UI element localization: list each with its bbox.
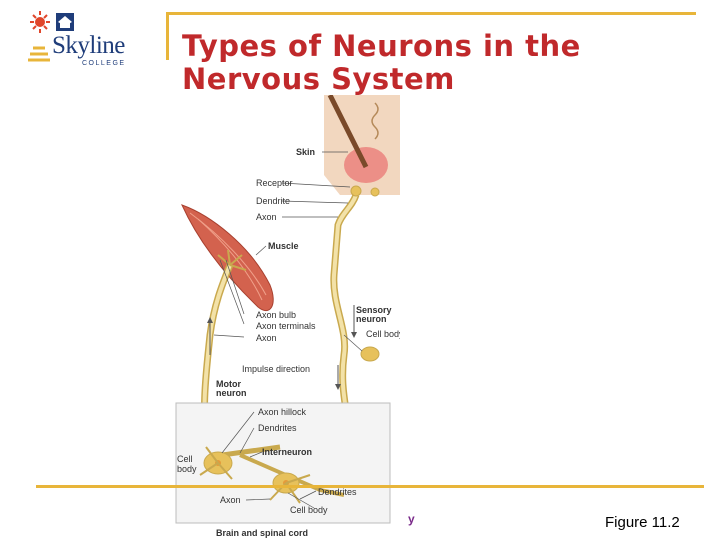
neuron-types-diagram: Skin Receptor Dendrite Axon Muscle Senso… bbox=[175, 95, 400, 538]
title-frame-top-rule bbox=[166, 12, 696, 15]
label-interneuron: Interneuron bbox=[262, 447, 312, 457]
interneuron-axon bbox=[239, 453, 345, 497]
logo-subtitle: COLLEGE bbox=[82, 60, 126, 67]
label-axon-bottom: Axon bbox=[220, 495, 241, 505]
label-sensory-neuron-1: Sensory bbox=[356, 305, 392, 315]
label-impulse-direction: Impulse direction bbox=[242, 364, 310, 374]
label-dendrites-top: Dendrites bbox=[258, 423, 297, 433]
label-axon-hillock: Axon hillock bbox=[258, 407, 307, 417]
logo-emblem-icon bbox=[30, 11, 74, 33]
label-dendrite: Dendrite bbox=[256, 196, 290, 206]
label-brain-spinal-cord: Brain and spinal cord bbox=[216, 528, 308, 538]
title-frame-left-rule bbox=[166, 12, 169, 60]
label-muscle: Muscle bbox=[268, 241, 299, 251]
label-motor-neuron-2: neuron bbox=[216, 388, 247, 398]
label-axon-terminals: Axon terminals bbox=[256, 321, 316, 331]
label-cell-body-left-1: Cell bbox=[177, 454, 193, 464]
slide-title: Types of Neurons in the Nervous System bbox=[182, 29, 581, 96]
footer-rule bbox=[36, 485, 704, 488]
label-axon-top: Axon bbox=[256, 212, 277, 222]
logo-wordmark: Skyline bbox=[52, 32, 125, 59]
muscle-tissue bbox=[181, 204, 274, 312]
label-skin: Skin bbox=[296, 147, 315, 157]
label-axon-bulb: Axon bulb bbox=[256, 310, 296, 320]
label-receptor: Receptor bbox=[256, 178, 293, 188]
figure-label: Figure 11.2 bbox=[605, 514, 680, 531]
label-cell-body-left-2: body bbox=[177, 464, 197, 474]
label-cell-body-sensory: Cell body bbox=[366, 329, 400, 339]
pin-stimulus bbox=[327, 95, 369, 169]
logo-sun-icon bbox=[28, 46, 50, 62]
footer-truncated-text: y bbox=[408, 512, 415, 526]
label-axon-mid: Axon bbox=[256, 333, 277, 343]
skyline-college-logo: Skyline COLLEGE bbox=[26, 10, 138, 70]
label-cell-body-bottom: Cell body bbox=[290, 505, 328, 515]
label-motor-neuron-1: Motor bbox=[216, 379, 241, 389]
sensory-cell-body bbox=[360, 346, 380, 362]
label-dendrites-bottom: Dendrites bbox=[318, 487, 357, 497]
receptor-ending bbox=[350, 185, 362, 197]
label-sensory-neuron-2: neuron bbox=[356, 314, 387, 324]
